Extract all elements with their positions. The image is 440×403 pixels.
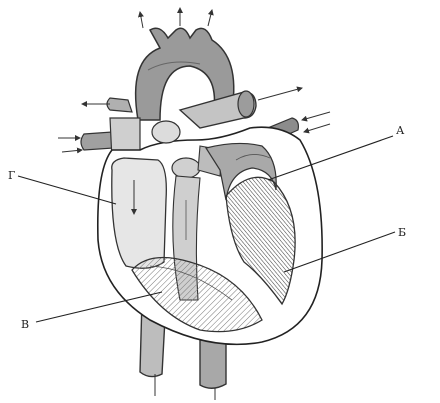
- label-v: В: [21, 319, 29, 330]
- right-atrium: [112, 158, 167, 268]
- label-b: Б: [398, 227, 406, 238]
- label-a: А: [396, 125, 404, 136]
- label-g: Г: [8, 170, 15, 181]
